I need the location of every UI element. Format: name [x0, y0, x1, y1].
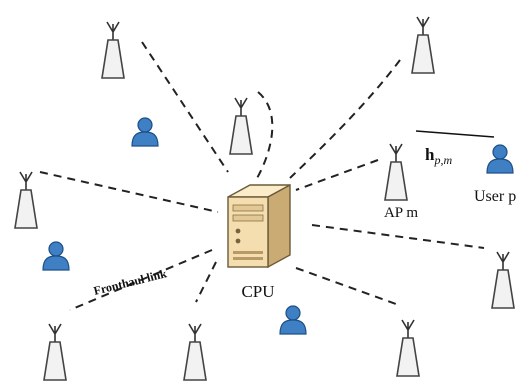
channel-symbol: h	[425, 145, 435, 164]
antenna-icon-ap-m	[384, 143, 408, 201]
fronthaul-label: Fronthaul link	[92, 266, 168, 298]
cpu-label: CPU	[241, 282, 274, 301]
fronthaul-link-ap2	[255, 91, 274, 181]
fronthaul-link-ap6	[311, 224, 485, 249]
user-icon	[42, 241, 70, 271]
channel-link	[415, 130, 495, 138]
channel-label: hp,m	[425, 145, 452, 167]
antenna-icon	[101, 21, 125, 79]
user-icon	[279, 305, 307, 335]
user-icon	[131, 117, 159, 147]
fronthaul-link-ap8	[195, 261, 217, 303]
antenna-icon	[396, 319, 420, 377]
fronthaul-link-ap5	[39, 171, 219, 213]
antenna-icon	[43, 323, 67, 381]
users	[42, 117, 514, 335]
access-points	[14, 16, 515, 381]
user-icon-user-p	[486, 144, 514, 174]
antenna-icon	[14, 171, 38, 229]
fronthaul-link-ap7	[69, 249, 213, 311]
channel-subscript: p,m	[433, 153, 452, 167]
ap-label: AP m	[384, 205, 418, 221]
fronthaul-link-ap3	[289, 59, 401, 179]
antenna-icon	[229, 97, 253, 155]
antenna-icon	[491, 251, 515, 309]
user-label: User p	[474, 188, 516, 205]
fronthaul-link-ap9	[295, 267, 397, 305]
antenna-icon	[183, 323, 207, 381]
fronthaul-link-ap4	[295, 159, 379, 191]
fronthaul-link-ap1	[141, 41, 229, 173]
antenna-icon	[411, 16, 435, 74]
fronthaul-links	[39, 41, 485, 311]
cpu-server-icon	[227, 183, 291, 269]
